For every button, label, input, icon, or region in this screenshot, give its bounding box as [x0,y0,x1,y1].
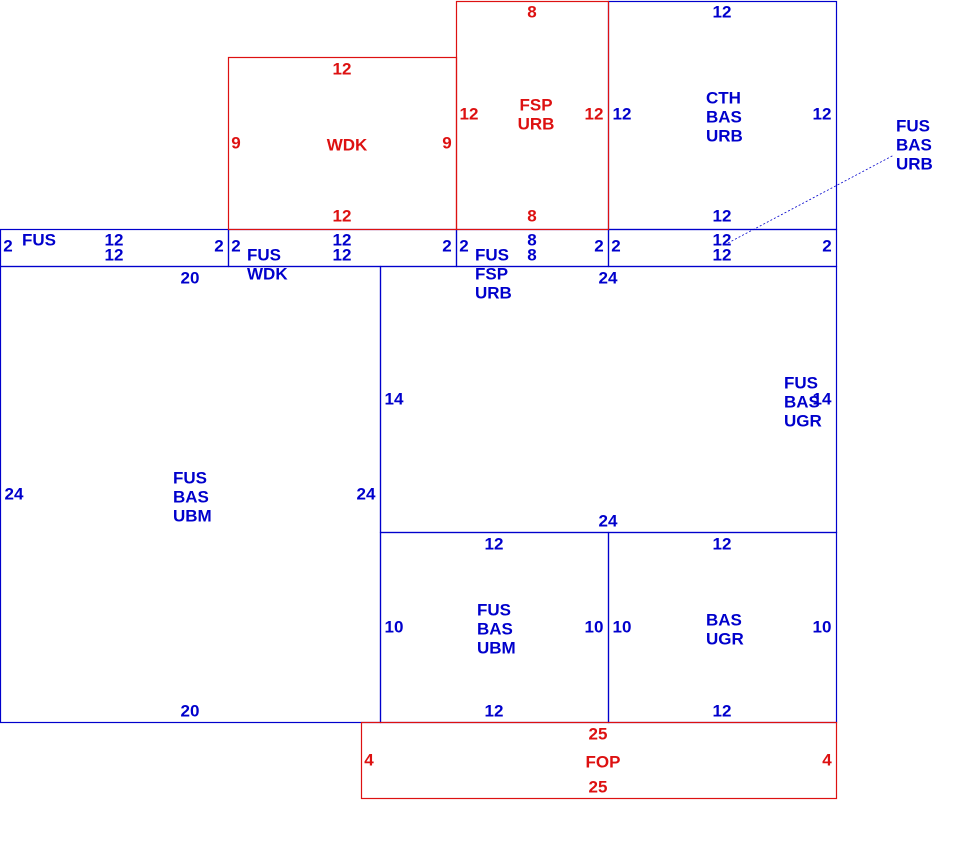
dimension-left: 2 [459,237,468,256]
dimension-top: 25 [589,725,608,744]
dimension-right: 2 [594,237,603,256]
dimension-left: 2 [3,237,12,256]
area-fop: FOP 25 25 4 4 [364,725,832,797]
dimension-bottom: 12 [333,207,352,226]
area-name-line: FUS [896,117,930,136]
area-name-line: UBM [477,639,516,658]
dimension-bottom: 8 [527,246,536,265]
area-name-line: FUS [784,374,818,393]
dimension-left: 12 [613,105,632,124]
dimension-bottom: 12 [713,246,732,265]
area-name-line: FSP [475,265,508,284]
dimension-left: 2 [611,237,620,256]
area-name-line: FSP [519,96,552,115]
area-name-line: URB [896,155,933,174]
dimension-top: 12 [713,535,732,554]
dimension-left: 24 [5,485,24,504]
dimension-left: 14 [385,390,404,409]
dimension-bottom: 12 [485,702,504,721]
dimension-left: 2 [231,237,240,256]
wdk-outline [227,56,458,231]
dimension-bottom: 12 [105,246,124,265]
fop-outline [360,721,838,800]
dimension-right: 12 [813,105,832,124]
area-name-line: FOP [586,753,621,772]
area-name-line: FUS [477,601,511,620]
area-name-line: BAS [706,108,742,127]
dimension-right: 10 [585,618,604,637]
dimension-bottom: 25 [589,778,608,797]
dimension-top: 12 [333,60,352,79]
dimension-bottom: 20 [181,702,200,721]
dimension-top: 12 [713,3,732,22]
dimension-right: 4 [822,751,832,770]
dimension-top: 12 [333,231,352,250]
dimension-right: 2 [822,237,831,256]
area-name-line: BAS [896,136,932,155]
dimension-right: 24 [357,485,376,504]
area-name-line: UGR [784,412,822,431]
area-name-line: WDK [327,136,368,155]
area-name-line: BAS [784,393,820,412]
area-name-line: FUS [247,246,281,265]
area-name-line: UGR [706,630,744,649]
dimension-right: 12 [585,105,604,124]
dimension-left: 12 [460,105,479,124]
dimension-bottom: 12 [333,246,352,265]
dimension-left: 10 [613,618,632,637]
dimension-top: 20 [181,269,200,288]
area-name-line: URB [518,115,555,134]
area-name-line: BAS [173,488,209,507]
dimension-right: 9 [442,134,451,153]
area-name-line: CTH [706,89,741,108]
dimension-bottom: 8 [527,207,536,226]
area-wdk: WDK 12 12 9 9 [231,60,451,226]
leader-line [727,154,895,244]
dimension-top: 8 [527,3,536,22]
dimension-right: 2 [214,237,223,256]
dimension-right: 2 [442,237,451,256]
dimension-top: 24 [599,269,618,288]
dimension-top: 8 [527,231,536,250]
fus-bas-ugr-outline [379,265,838,534]
area-name-line: WDK [247,265,288,284]
dimension-top: 12 [105,231,124,250]
dimension-top: 12 [485,535,504,554]
area-name-line: FUS [475,246,509,265]
dimension-left: 9 [231,134,240,153]
area-name-line: URB [706,127,743,146]
dimension-left: 10 [385,618,404,637]
area-name-line: FUS [22,231,56,250]
area-name-line: URB [475,284,512,303]
dimension-right: 10 [813,618,832,637]
dimension-bottom: 12 [713,207,732,226]
dimension-left: 4 [364,751,374,770]
area-name-line: BAS [706,611,742,630]
dimension-right: 14 [813,390,832,409]
dimension-top: 12 [713,231,732,250]
dimension-bottom: 24 [599,512,618,531]
dimension-bottom: 12 [713,702,732,721]
area-name-line: UBM [173,507,212,526]
area-name-line: BAS [477,620,513,639]
area-name-line: FUS [173,469,207,488]
